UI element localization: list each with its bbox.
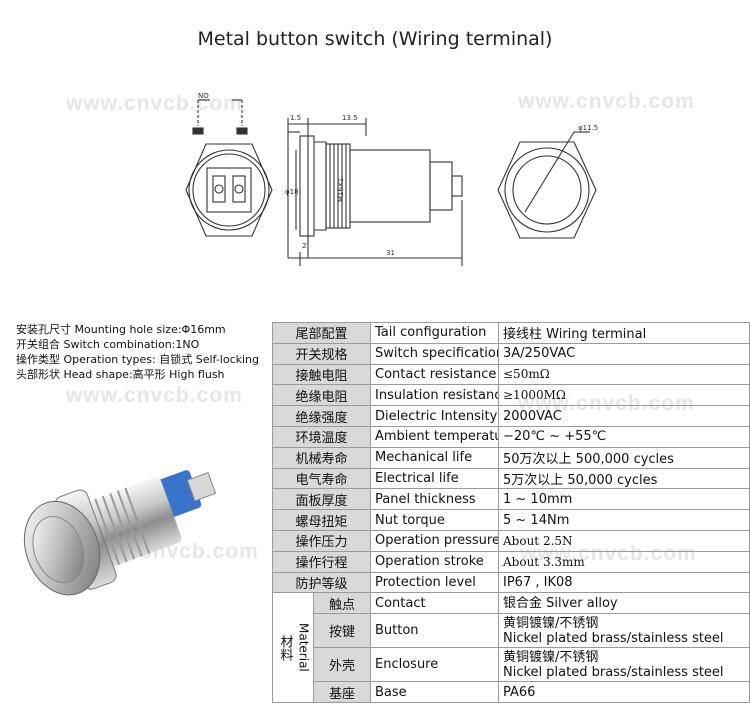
spec-value: 3A/250VAC <box>498 342 750 365</box>
material-part-cn: 基座 <box>313 681 371 703</box>
material-value-line: PA66 <box>503 684 536 700</box>
material-label-cn: 材料 <box>277 634 293 661</box>
dim-label: φ18 <box>285 188 299 196</box>
spec-label-en: Tail configuration <box>370 322 499 344</box>
spec-head-shape: 头部形状 Head shape:高平形 High flush <box>16 368 225 381</box>
material-part-en: Contact <box>370 592 499 615</box>
spec-label-en: Panel thickness <box>370 488 499 511</box>
spec-value: −20℃ ~ +55℃ <box>498 425 750 448</box>
spec-label-cn: 开关规格 <box>272 342 371 365</box>
spec-label-en: Operation pressure <box>370 529 499 552</box>
page-title: Metal button switch (Wiring terminal) <box>197 28 553 50</box>
watermark: www.cnvcb.com <box>66 92 243 115</box>
spec-label-en: Insulation resistance <box>370 384 499 407</box>
material-part-cn: 外壳 <box>313 647 371 683</box>
spec-value: 接线柱 Wiring terminal <box>498 322 750 344</box>
spec-label-cn: 操作行程 <box>272 550 371 573</box>
watermark: www.cnvcb.com <box>518 90 695 113</box>
spec-value: ≤50mΩ <box>498 363 750 386</box>
spec-label-cn: 操作压力 <box>272 529 371 552</box>
spec-value: 5万次以上 50,000 cycles <box>498 467 750 490</box>
spec-value: IP67 , IK08 <box>498 571 750 594</box>
spec-label-cn: 绝缘电阻 <box>272 384 371 407</box>
spec-label-en: Contact resistance <box>370 363 499 386</box>
dim-label: 31 <box>386 249 395 257</box>
material-part-en: Button <box>370 613 499 649</box>
spec-label-en: Nut torque <box>370 509 499 531</box>
spec-label-en: Ambient temperature <box>370 425 499 448</box>
dim-label: 1.5 <box>290 114 301 122</box>
material-part-en: Base <box>370 681 499 703</box>
spec-value: 1 ~ 10mm <box>498 488 750 511</box>
material-value-line: 黄铜镀镍/不锈钢 <box>503 649 599 665</box>
watermark: www.cnvcb.com <box>66 384 243 407</box>
spec-mounting-hole: 安装孔尺寸 Mounting hole size:Φ16mm <box>16 323 226 336</box>
spec-label-cn: 防护等级 <box>272 571 371 594</box>
technical-drawing: NO 1.5 13.5 31 2 φ18 M16X1 φ11.5 <box>185 92 598 266</box>
spec-value: About 3.3mm <box>498 550 750 573</box>
material-part-en: Enclosure <box>370 647 499 683</box>
rear-view-drawing <box>185 99 273 237</box>
dim-label: 2 <box>302 242 306 250</box>
material-value: 银合金 Silver alloy <box>498 592 750 615</box>
spec-label-en: Mechanical life <box>370 446 499 469</box>
spec-value: About 2.5N <box>498 529 750 552</box>
spec-label-en: Switch specifications <box>370 342 499 365</box>
spec-value: 2000VAC <box>498 405 750 427</box>
spec-label-en: Dielectric Intensity <box>370 405 499 427</box>
spec-label-cn: 螺母扭矩 <box>272 509 371 531</box>
spec-label-en: Electrical life <box>370 467 499 490</box>
dim-label: 13.5 <box>342 114 358 122</box>
side-view-drawing <box>287 118 463 266</box>
spec-label-en: Operation stroke <box>370 550 499 573</box>
spec-label-cn: 机械寿命 <box>272 446 371 469</box>
material-value-line: 黄铜镀镍/不锈钢 <box>503 615 599 631</box>
material-value-line: Nickel plated brass/stainless steel <box>503 630 724 646</box>
spec-label-cn: 接触电阻 <box>272 363 371 386</box>
material-part-cn: 按键 <box>313 613 371 649</box>
spec-value: ≥1000MΩ <box>498 384 750 407</box>
product-illustration <box>23 470 217 596</box>
material-value-line: Nickel plated brass/stainless steel <box>503 664 724 680</box>
front-view-drawing <box>497 131 597 239</box>
material-part-cn: 触点 <box>313 592 371 615</box>
spec-operation-type: 操作类型 Operation types: 自锁式 Self-locking <box>16 353 259 366</box>
dim-label: M16X1 <box>337 178 345 202</box>
spec-value: 5 ~ 14Nm <box>498 509 750 531</box>
material-value: PA66 <box>498 681 750 703</box>
dim-label: NO <box>198 92 209 100</box>
spec-label-cn: 面板厚度 <box>272 488 371 511</box>
material-value-line: 银合金 Silver alloy <box>503 595 618 611</box>
material-label-en: Material <box>296 623 311 673</box>
spec-label-cn: 绝缘强度 <box>272 405 371 427</box>
dim-label: φ11.5 <box>578 124 598 132</box>
spec-value: 50万次以上 500,000 cycles <box>498 446 750 469</box>
spec-label-cn: 尾部配置 <box>272 322 371 344</box>
spec-label-en: Protection level <box>370 571 499 594</box>
spec-label-cn: 电气寿命 <box>272 467 371 490</box>
spec-label-cn: 环境温度 <box>272 425 371 448</box>
spec-switch-combination: 开关组合 Switch combination:1NO <box>16 338 200 351</box>
